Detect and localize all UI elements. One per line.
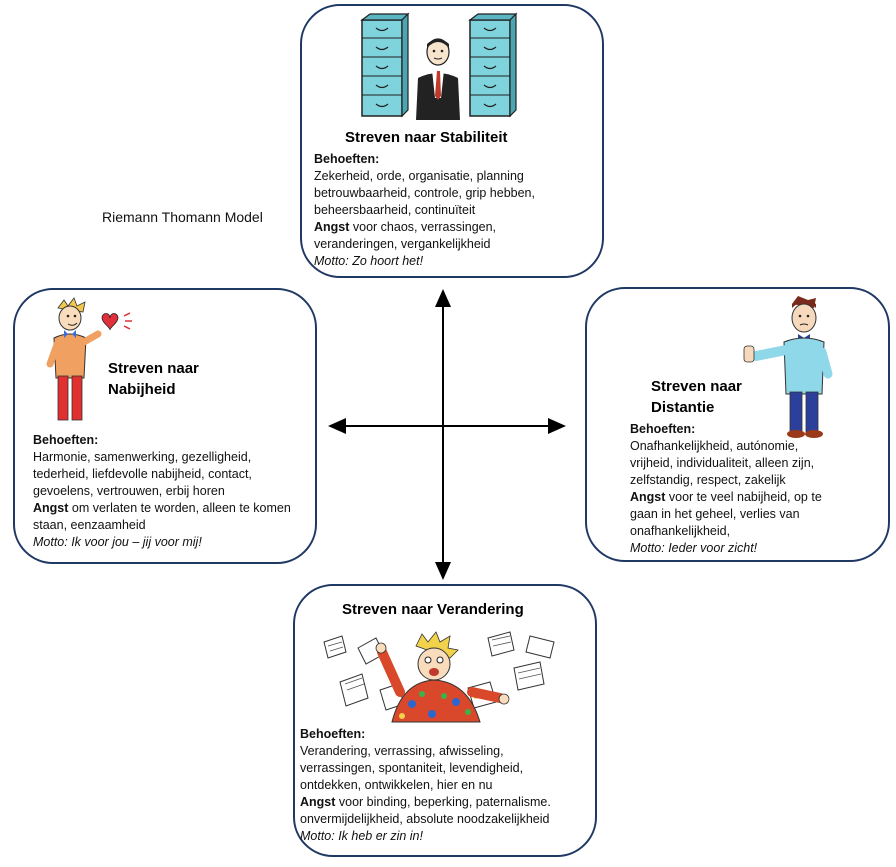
needs-line: vrijheid, individualiteit, alleen zijn,	[630, 456, 815, 470]
businessman-icon	[416, 38, 460, 120]
quadrant-heading: Streven naar Stabiliteit	[345, 129, 508, 146]
heading-line: Nabijheid	[108, 381, 176, 398]
fear-label: Angst	[630, 490, 666, 504]
needs-label: Behoeften:	[300, 727, 366, 741]
heading-line: Streven naar	[651, 378, 742, 395]
needs-line: gevoelens, vertrouwen, erbij horen	[33, 484, 225, 498]
quadrant-description: Behoeften: Harmonie, samenwerking, gezel…	[33, 432, 291, 551]
needs-line: Onafhankelijkheid, autónomie,	[630, 439, 799, 453]
fear-text: voor te veel nabijheid, op te	[665, 490, 822, 504]
quadrant-distance	[585, 287, 890, 562]
excited-person-icon	[375, 631, 510, 723]
motto: Motto: Ik voor jou – jij voor mij!	[33, 535, 202, 549]
fear-line: onvermijdelijkheid, absolute noodzakelij…	[300, 812, 550, 826]
filing-cabinet-icon	[468, 12, 518, 118]
needs-line: Zekerheid, orde, organisatie, planning	[314, 169, 524, 183]
quadrant-description: Behoeften: Zekerheid, orde, organisatie,…	[314, 151, 535, 270]
needs-label: Behoeften:	[314, 152, 380, 166]
diagram-title: Riemann Thomann Model	[102, 209, 263, 225]
needs-line: ontdekken, ontwikkelen, hier en nu	[300, 778, 493, 792]
quadrant-stability	[300, 4, 604, 278]
quadrant-heading: Streven naar Distantie	[651, 376, 742, 418]
needs-line: betrouwbaarheid, controle, grip hebben,	[314, 186, 535, 200]
heading-line: Streven naar	[108, 360, 199, 377]
needs-line: zelfstandig, respect, zakelijk	[630, 473, 786, 487]
quadrant-description: Behoeften: Onafhankelijkheid, autónomie,…	[630, 421, 822, 557]
flying-papers-icon	[323, 631, 555, 711]
needs-label: Behoeften:	[33, 433, 99, 447]
fear-label: Angst	[300, 795, 336, 809]
fear-text: om verlaten te worden, alleen te komen	[68, 501, 291, 515]
needs-line: Harmonie, samenwerking, gezelligheid,	[33, 450, 252, 464]
fear-label: Angst	[33, 501, 69, 515]
quadrant-closeness	[13, 288, 317, 564]
needs-line: verrassingen, spontaniteit, levendigheid…	[300, 761, 524, 775]
needs-line: Verandering, verrassing, afwisseling,	[300, 744, 504, 758]
distant-person-icon	[743, 296, 833, 438]
needs-label: Behoeften:	[630, 422, 696, 436]
affectionate-person-icon	[46, 297, 102, 421]
heading-line: Distantie	[651, 399, 715, 416]
fear-label: Angst	[314, 220, 350, 234]
fear-line: veranderingen, vergankelijkheid	[314, 237, 491, 251]
motto: Motto: Zo hoort het!	[314, 254, 424, 268]
motto: Motto: Ieder voor zicht!	[630, 541, 758, 555]
motto: Motto: Ik heb er zin in!	[300, 829, 423, 843]
fear-line: gaan in het geheel, verlies van	[630, 507, 800, 521]
fear-line: onafhankelijkheid,	[630, 524, 731, 538]
fear-text: voor binding, beperking, paternalisme.	[335, 795, 551, 809]
needs-line: tederheid, liefdevolle nabijheid, contac…	[33, 467, 252, 481]
quadrant-heading: Streven naar Verandering	[342, 601, 524, 618]
needs-line: beheersbaarheid, continuïteit	[314, 203, 476, 217]
filing-cabinet-icon	[360, 12, 410, 118]
quadrant-heading: Streven naar Nabijheid	[108, 358, 199, 400]
quadrant-description: Behoeften: Verandering, verrassing, afwi…	[300, 726, 551, 845]
fear-line: staan, eenzaamheid	[33, 518, 146, 532]
heart-icon	[101, 312, 132, 331]
fear-text: voor chaos, verrassingen,	[349, 220, 497, 234]
